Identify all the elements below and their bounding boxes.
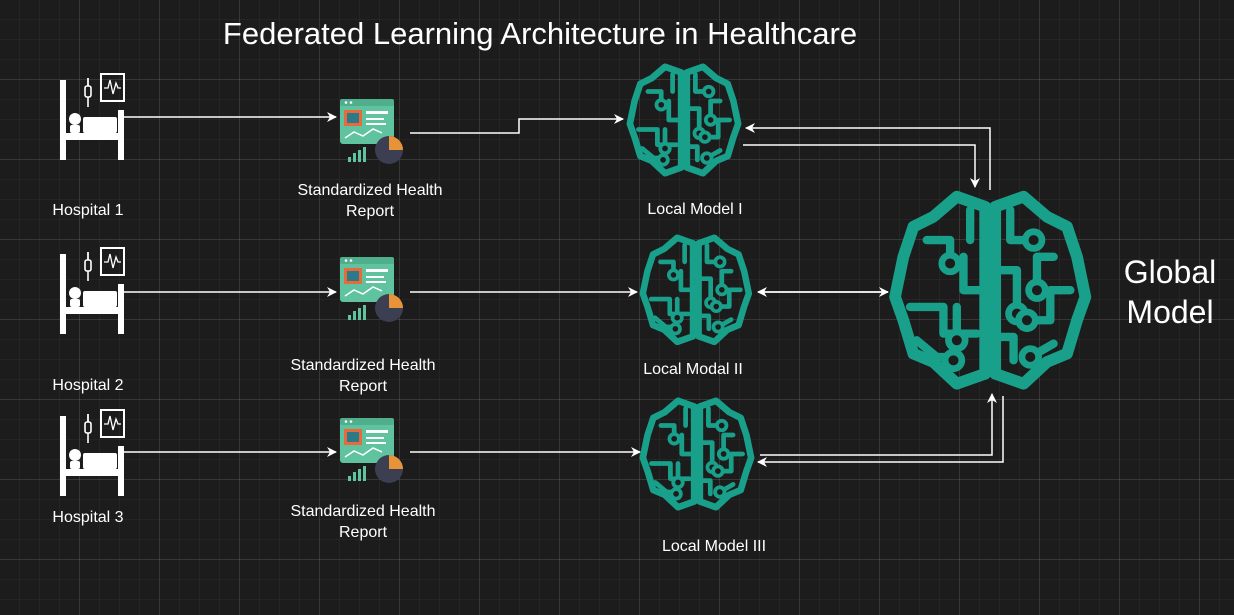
hospital-1-icon — [59, 73, 125, 161]
arrow-local-model3-to-global — [760, 393, 997, 456]
hospital-1-label: Hospital 1 — [52, 202, 124, 219]
arrow-global-to-local-model3 — [757, 396, 1004, 467]
local-model-2-brain-icon — [643, 238, 749, 342]
arrow-local-model1-to-global — [743, 144, 980, 188]
hospital-2-label: Hospital 2 — [52, 377, 124, 394]
health-report-3-icon — [339, 417, 404, 484]
local-model-2-label: Local Modal II — [643, 361, 743, 378]
global-model-brain-icon — [895, 197, 1085, 384]
arrow-report1-to-local-model1 — [410, 114, 624, 134]
diagram-title: Federated Learning Architecture in Healt… — [222, 16, 858, 51]
report-2-label: Standardized Health Report — [290, 357, 436, 395]
health-report-1-icon — [339, 98, 404, 165]
health-report-2-icon — [339, 256, 404, 323]
local-model-1-label: Local Model I — [647, 201, 743, 218]
report-3-label: Standardized Health Report — [290, 503, 436, 541]
local-model-3-label: Local Model III — [661, 538, 767, 555]
hospital-2-icon — [59, 247, 125, 335]
hospital-3-icon — [59, 409, 125, 497]
global-model-label: Global Model — [1123, 254, 1217, 330]
arrow-global-to-local-model1 — [745, 123, 991, 190]
local-model-3-brain-icon — [643, 401, 751, 507]
hospital-3-label: Hospital 3 — [52, 509, 124, 526]
report-1-label: Standardized Health Report — [297, 182, 443, 220]
local-model-1-brain-icon — [630, 67, 738, 173]
